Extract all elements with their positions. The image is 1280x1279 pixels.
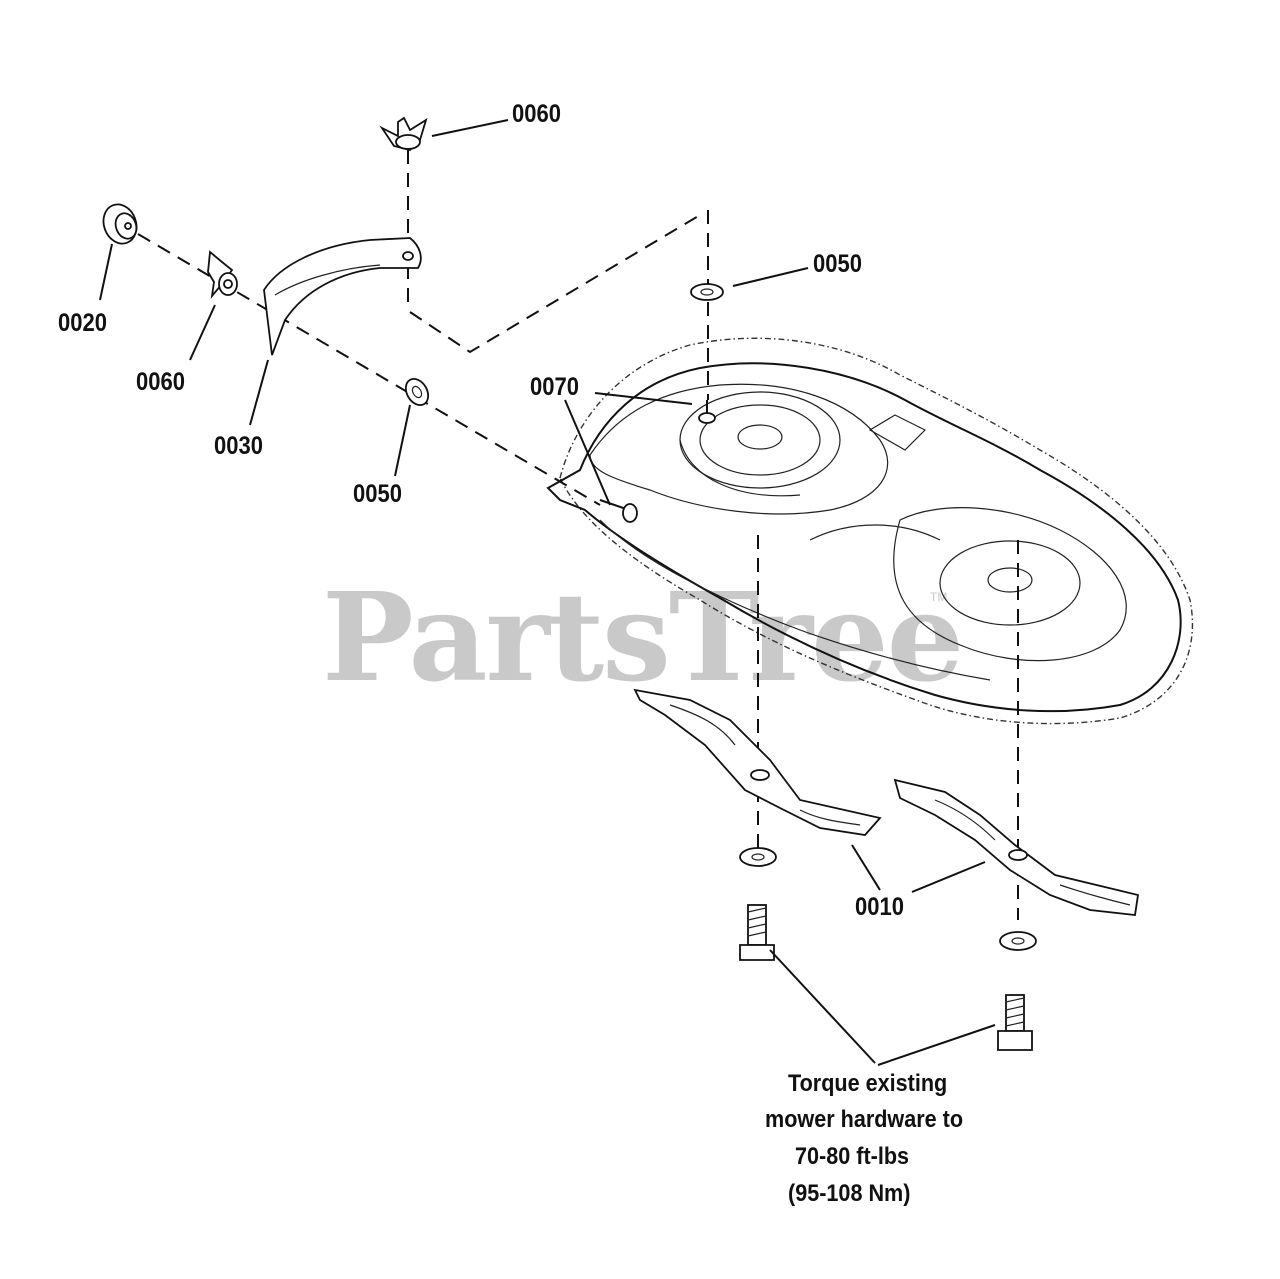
assembly-lines — [137, 150, 1019, 920]
torque-note-line-1: Torque existing — [788, 1070, 948, 1097]
callout-0060-top: 0060 — [512, 100, 561, 128]
wing-nut-left — [207, 250, 238, 300]
blade-left — [633, 688, 882, 836]
callout-0050-right: 0050 — [813, 250, 862, 278]
blade-washer-right — [999, 931, 1037, 951]
washer-right — [690, 283, 724, 301]
torque-note-line-3: 70-80 ft-lbs — [795, 1143, 910, 1170]
callout-0020: 0020 — [58, 309, 107, 337]
callout-0030: 0030 — [214, 432, 263, 460]
callout-0010: 0010 — [855, 893, 904, 921]
watermark-trademark: TM — [930, 590, 948, 604]
callout-0060-left: 0060 — [136, 368, 185, 396]
wing-nut-top — [379, 116, 428, 151]
callout-0050-left: 0050 — [353, 480, 402, 508]
blade-right — [893, 778, 1140, 916]
torque-note-line-4: (95-108 Nm) — [788, 1180, 911, 1207]
mower-deck — [546, 337, 1194, 725]
blade-washer-left — [739, 847, 777, 867]
blade-bolt-right — [997, 994, 1033, 1051]
torque-note-line-2: mower hardware to — [765, 1106, 964, 1133]
washer-left — [404, 377, 430, 407]
knob — [102, 203, 138, 245]
leader-lines — [99, 119, 996, 1066]
callout-0070: 0070 — [530, 373, 579, 401]
deflector-shield — [263, 237, 422, 356]
blade-bolt-left — [739, 904, 775, 961]
watermark: PartsTree — [322, 565, 964, 709]
